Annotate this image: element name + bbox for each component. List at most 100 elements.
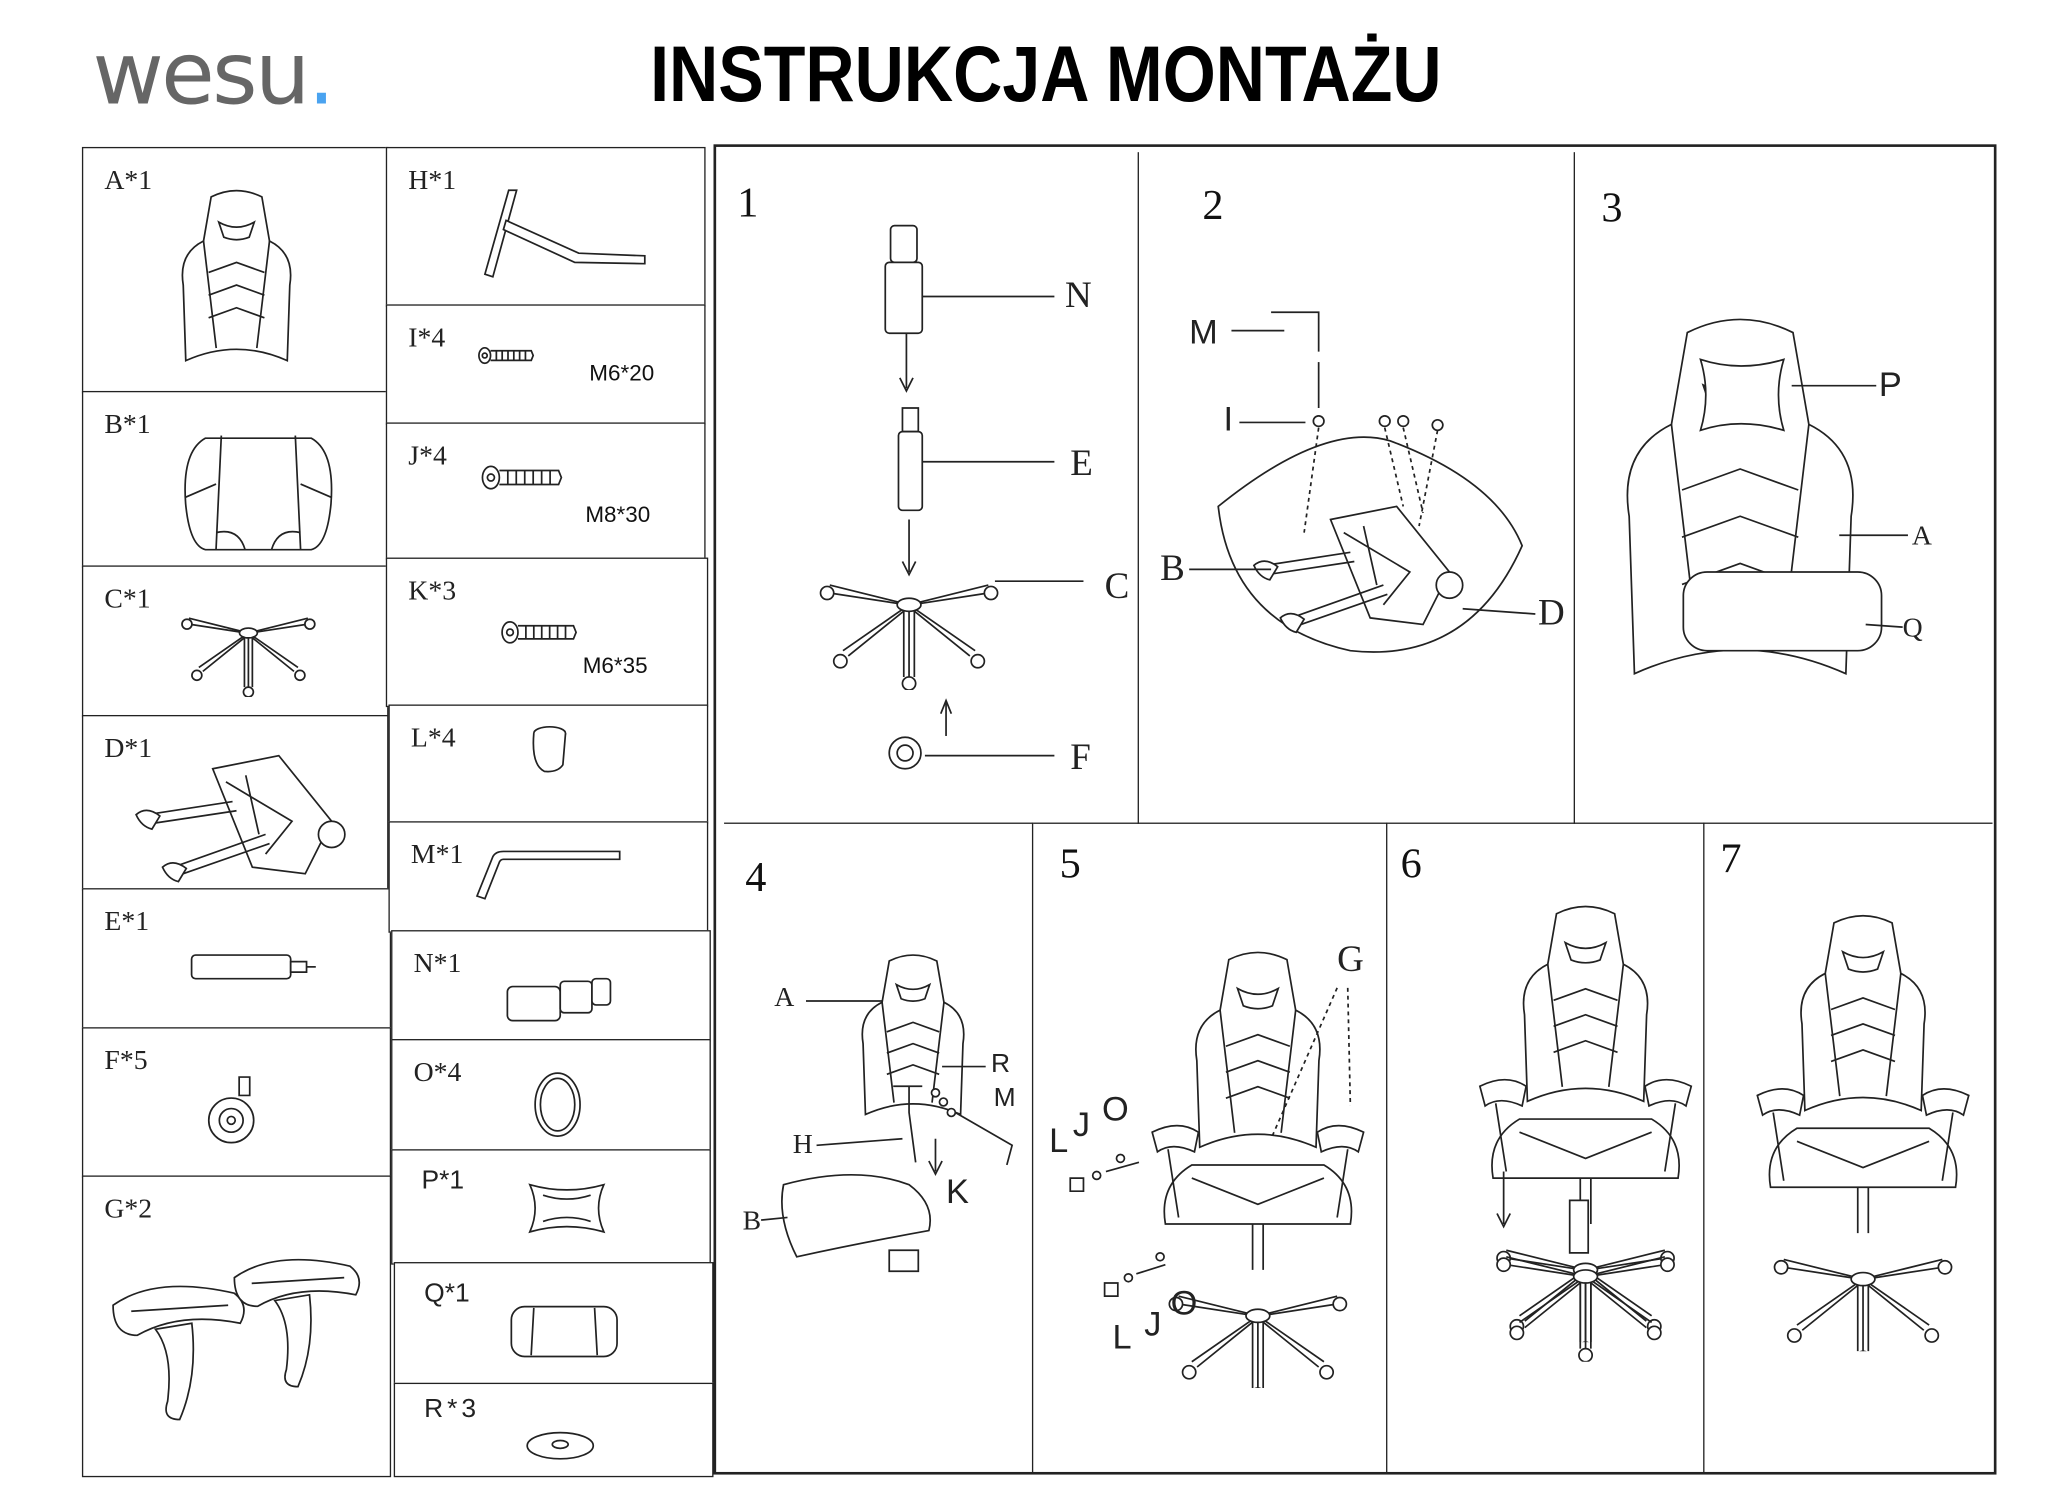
part-cell-p: P*1 bbox=[391, 1149, 711, 1265]
step-5-drawing bbox=[1033, 824, 1387, 1475]
step-2-drawing bbox=[1139, 152, 1575, 824]
step-7-panel: 7 bbox=[1704, 822, 1993, 1474]
callout-k: K bbox=[946, 1171, 969, 1211]
armrest-drawing bbox=[229, 1242, 368, 1393]
callout-h: H bbox=[792, 1128, 813, 1160]
screw-size: M8*30 bbox=[585, 502, 651, 528]
backrest-drawing bbox=[173, 177, 300, 380]
part-label: Q*1 bbox=[424, 1279, 470, 1308]
part-label: J*4 bbox=[408, 439, 447, 471]
part-cell-b: B*1 bbox=[81, 390, 389, 569]
screw-drawing bbox=[488, 619, 591, 645]
hex-key-drawing bbox=[474, 846, 622, 901]
step-number: 7 bbox=[1720, 834, 1742, 882]
logo-dot: . bbox=[307, 23, 336, 125]
part-label: D*1 bbox=[104, 732, 153, 764]
part-cell-l: L*4 bbox=[388, 704, 709, 824]
callout-a: A bbox=[1911, 519, 1932, 551]
callout-l: L bbox=[1112, 1317, 1132, 1357]
step-1-drawing bbox=[819, 152, 1139, 824]
callout-j: J bbox=[1144, 1304, 1162, 1344]
part-label: K*3 bbox=[408, 574, 457, 607]
step-3-drawing bbox=[1575, 152, 1993, 824]
step-4-panel: 4 A R M H K B bbox=[724, 822, 1034, 1475]
part-cell-n: N*1 bbox=[391, 930, 711, 1042]
mechanism-drawing bbox=[133, 743, 358, 887]
part-cell-q: Q*1 bbox=[393, 1262, 714, 1386]
gas-lift-drawing bbox=[189, 949, 321, 988]
callout-j: J bbox=[1072, 1104, 1091, 1144]
step-7-chair-drawing bbox=[1744, 905, 1982, 1351]
part-cell-m: M*1 bbox=[388, 821, 709, 933]
part-label: A*1 bbox=[104, 163, 153, 196]
part-label: R*3 bbox=[424, 1394, 481, 1424]
washer-drawing bbox=[525, 1430, 596, 1461]
callout-m: M bbox=[993, 1083, 1016, 1113]
step-number: 6 bbox=[1400, 839, 1422, 887]
base-drawing bbox=[169, 577, 328, 708]
part-cell-a: A*1 bbox=[81, 146, 389, 394]
callout-m: M bbox=[1189, 312, 1218, 352]
part-cell-e: E*1 bbox=[81, 888, 392, 1030]
step-5-panel: 5 G L J O L J O bbox=[1033, 822, 1388, 1475]
assembly-steps-frame bbox=[713, 144, 1997, 1475]
callout-o: O bbox=[1101, 1088, 1129, 1129]
callout-p: P bbox=[1878, 364, 1902, 405]
ring-drawing bbox=[531, 1069, 584, 1140]
part-label: P*1 bbox=[421, 1166, 465, 1196]
part-cell-r: R*3 bbox=[393, 1382, 714, 1478]
cover-drawing bbox=[505, 973, 617, 1025]
seat-drawing bbox=[176, 425, 341, 556]
step-number: 5 bbox=[1059, 839, 1081, 887]
part-cell-g: G*2 bbox=[81, 1175, 392, 1478]
step-number: 3 bbox=[1601, 183, 1623, 231]
callout-c: C bbox=[1104, 566, 1130, 608]
wesu-logo: wesu. bbox=[92, 23, 336, 125]
part-label: F*5 bbox=[104, 1044, 148, 1076]
part-cell-h: H*1 bbox=[385, 146, 706, 307]
part-label: N*1 bbox=[413, 947, 462, 979]
callout-f: F bbox=[1070, 737, 1091, 778]
step-1-panel: 1 N E C F bbox=[724, 152, 1139, 824]
callout-b: B bbox=[1160, 548, 1185, 590]
callout-i: I bbox=[1223, 398, 1234, 439]
step-number: 4 bbox=[745, 852, 767, 900]
part-cell-i: I*4 M6*20 bbox=[385, 304, 706, 426]
headrest-pillow-drawing bbox=[525, 1177, 610, 1240]
page-title: INSTRUKCJA MONTAŻU bbox=[650, 30, 1442, 119]
callout-a: A bbox=[774, 981, 795, 1013]
screw-size: M6*20 bbox=[589, 360, 655, 386]
part-label: E*1 bbox=[104, 905, 150, 937]
step-6-drawing bbox=[1496, 824, 1675, 1362]
part-cell-d: D*1 bbox=[81, 714, 389, 891]
part-cell-j: J*4 M8*30 bbox=[385, 422, 706, 561]
part-label: H*1 bbox=[408, 163, 457, 196]
part-label: I*4 bbox=[408, 321, 446, 353]
callout-e: E bbox=[1070, 443, 1093, 485]
step-6-panel: 6 bbox=[1387, 822, 1705, 1474]
step-number: 2 bbox=[1202, 181, 1224, 229]
callout-n: N bbox=[1064, 275, 1092, 317]
callout-b: B bbox=[742, 1204, 762, 1236]
step-2-panel: 2 M I B D bbox=[1139, 152, 1575, 824]
part-cell-k: K*3 M6*35 bbox=[385, 557, 709, 708]
callout-q: Q bbox=[1902, 611, 1923, 643]
step-4-drawing bbox=[724, 824, 1033, 1475]
part-label: C*1 bbox=[104, 582, 151, 614]
cap-drawing bbox=[529, 725, 569, 775]
lumbar-pillow-drawing bbox=[507, 1303, 621, 1361]
screw-size: M6*35 bbox=[582, 653, 648, 679]
screw-drawing bbox=[477, 345, 535, 366]
callout-r: R bbox=[990, 1049, 1011, 1079]
step-number: 1 bbox=[737, 178, 759, 226]
callout-d: D bbox=[1537, 592, 1565, 634]
part-cell-c: C*1 bbox=[81, 565, 389, 718]
logo-text: wesu bbox=[92, 23, 310, 125]
bracket-drawing bbox=[480, 188, 652, 280]
step-3-panel: 3 P A Q bbox=[1575, 152, 1993, 824]
caster-drawing bbox=[202, 1074, 268, 1146]
part-label: G*2 bbox=[104, 1192, 153, 1225]
callout-l: L bbox=[1049, 1120, 1069, 1160]
part-cell-f: F*5 bbox=[81, 1027, 392, 1179]
screw-drawing bbox=[480, 463, 565, 492]
